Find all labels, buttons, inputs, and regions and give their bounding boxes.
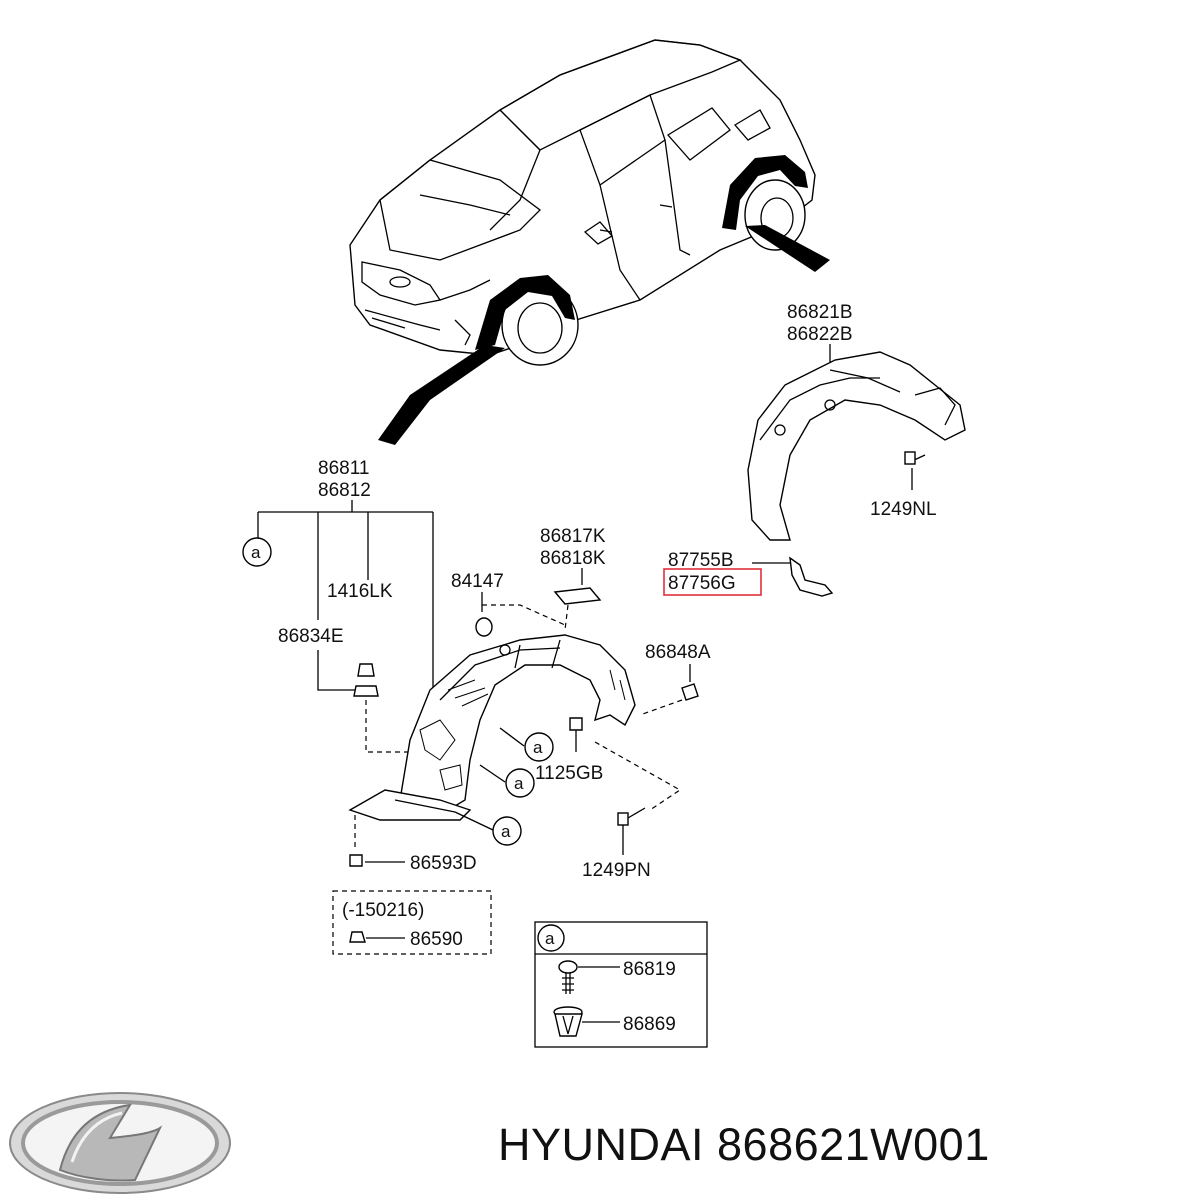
label-86590: 86590 bbox=[410, 929, 463, 950]
car-illustration bbox=[349, 39, 830, 445]
label-1416LK: 1416LK bbox=[327, 581, 393, 602]
ref-marker-a-2: a bbox=[533, 738, 543, 757]
label-86834E: 86834E bbox=[278, 626, 344, 647]
label-86818K: 86818K bbox=[540, 548, 606, 569]
footer: HYUNDAI 868621W001 bbox=[9, 1092, 990, 1194]
label-1249PN: 1249PN bbox=[582, 860, 651, 881]
hyundai-logo-icon bbox=[9, 1092, 231, 1194]
label-86811: 86811 bbox=[318, 458, 369, 479]
ref-marker-a-1: a bbox=[251, 543, 261, 562]
footer-caption: HYUNDAI 868621W001 bbox=[498, 1119, 990, 1170]
label-86822B: 86822B bbox=[787, 324, 853, 345]
legend-label-86819: 86819 bbox=[623, 959, 676, 980]
label-86593D: 86593D bbox=[410, 853, 477, 874]
fastener-legend-box: a 86819 86869 bbox=[534, 921, 708, 1048]
label-86812: 86812 bbox=[318, 480, 371, 501]
label-1249NL: 1249NL bbox=[870, 499, 937, 520]
label-150216: (-150216) bbox=[342, 900, 424, 921]
front-wheel-guard-group: 86811 86812 a 1416LK 86834E 86817K bbox=[242, 458, 711, 955]
label-87756G: 87756G bbox=[668, 573, 736, 594]
label-87755B: 87755B bbox=[668, 550, 734, 571]
ref-marker-a-4: a bbox=[501, 822, 511, 841]
legend-ref-marker-a: a bbox=[545, 929, 555, 948]
label-86821B: 86821B bbox=[787, 302, 853, 323]
legend-label-86869: 86869 bbox=[623, 1014, 676, 1035]
mud-guard-bracket-group: 87755B 87756G bbox=[663, 550, 834, 597]
highlight-box bbox=[663, 568, 762, 596]
rear-wheel-guard-group: 86821B 86822B 1249NL bbox=[747, 302, 966, 541]
label-84147: 84147 bbox=[451, 571, 504, 592]
label-1125GB: 1125GB bbox=[535, 763, 603, 784]
label-86848A: 86848A bbox=[645, 642, 711, 663]
ref-marker-a-3: a bbox=[514, 774, 524, 793]
label-86817K: 86817K bbox=[540, 526, 606, 547]
